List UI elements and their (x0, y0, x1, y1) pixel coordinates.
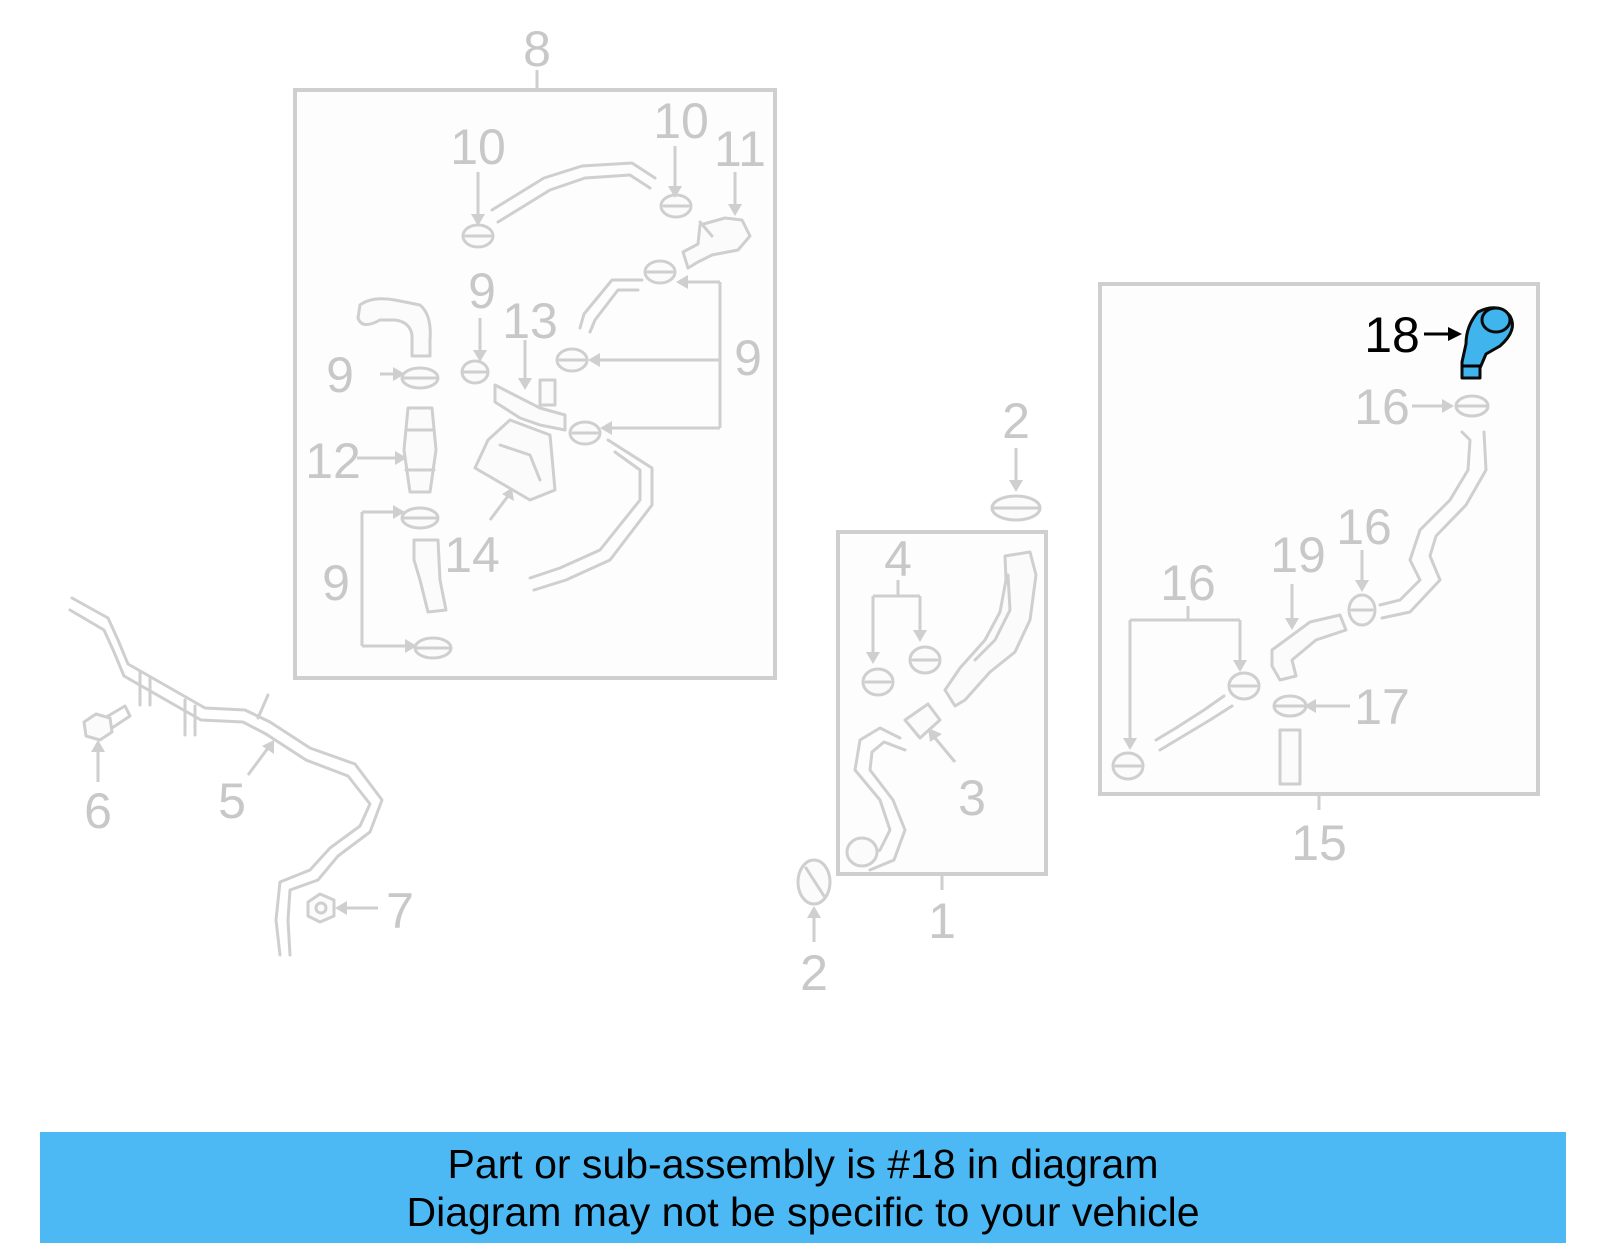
clamp-4-right (908, 645, 942, 675)
elbow-hose (356, 297, 432, 358)
callout-2-bottom[interactable]: 2 (800, 945, 828, 1001)
callout-9-right[interactable]: 9 (734, 330, 762, 386)
clamp-16-top (1454, 394, 1490, 418)
clamp-16-left (1111, 751, 1145, 781)
connector-3 (903, 702, 942, 740)
clamp-9-d (555, 347, 589, 373)
clamp-16-lower (1227, 671, 1261, 701)
callout-18[interactable]: 18 (1364, 307, 1420, 363)
hose-15-long (1378, 430, 1472, 607)
callout-16-top[interactable]: 16 (1354, 379, 1410, 435)
callout-15[interactable]: 15 (1291, 815, 1347, 871)
callout-5[interactable]: 5 (218, 773, 246, 829)
clamp-9-f (400, 506, 440, 530)
clamp-2-bottom: 2 (796, 858, 832, 1001)
callout-10-right[interactable]: 10 (653, 93, 709, 149)
callout-13[interactable]: 13 (502, 293, 558, 349)
tee-13 (493, 383, 567, 432)
clamp-10-left (461, 223, 495, 249)
callout-17[interactable]: 17 (1354, 679, 1410, 735)
clamp-9-g (413, 636, 453, 660)
callout-11[interactable]: 11 (714, 121, 766, 177)
info-banner: Part or sub-assembly is #18 in diagram D… (40, 1132, 1566, 1243)
banner-line-1: Part or sub-assembly is #18 in diagram (447, 1141, 1159, 1187)
callout-9-left[interactable]: 9 (326, 347, 354, 403)
clamp-9-b (400, 366, 440, 390)
callout-7[interactable]: 7 (386, 883, 414, 939)
pipe-5-assembly: 6 5 7 (68, 596, 414, 957)
callout-3[interactable]: 3 (958, 770, 986, 826)
nut-7 (306, 892, 336, 924)
hose-15-lower (1158, 704, 1234, 752)
part-18-highlighted[interactable] (1460, 306, 1514, 380)
group-15: 15 18 16 16 19 (1098, 282, 1540, 871)
callout-10-left[interactable]: 10 (450, 119, 506, 175)
callout-9-bottom[interactable]: 9 (322, 555, 350, 611)
fitting-11 (681, 216, 752, 270)
valve-12 (402, 406, 438, 494)
bolt-6 (82, 704, 132, 742)
callout-19[interactable]: 19 (1270, 527, 1326, 583)
clamp-9-a (643, 259, 677, 285)
clamp-17 (1272, 694, 1308, 718)
clamp-4-left (861, 667, 895, 697)
fitting-19 (1270, 613, 1348, 682)
hose-upper (496, 173, 652, 224)
callout-16-left[interactable]: 16 (1160, 555, 1216, 611)
hose-lower-left (412, 538, 448, 614)
banner-line-2: Diagram may not be specific to your vehi… (406, 1189, 1200, 1235)
hose-1-lower (853, 726, 902, 862)
bracket-14 (473, 418, 557, 502)
callout-6[interactable]: 6 (84, 783, 112, 839)
clamp-9-e (568, 420, 602, 446)
tube-15-short (1278, 728, 1302, 786)
group-8: 8 (293, 21, 777, 680)
callout-9-mid[interactable]: 9 (468, 263, 496, 319)
clamp-9-c (460, 359, 490, 385)
callout-4[interactable]: 4 (884, 531, 912, 587)
callout-2-top[interactable]: 2 (1002, 393, 1030, 449)
callout-12[interactable]: 12 (305, 433, 361, 489)
pipe-5 (70, 596, 384, 957)
hose-short (588, 288, 640, 334)
callout-1[interactable]: 1 (928, 893, 956, 949)
callout-8[interactable]: 8 (523, 21, 551, 77)
hose-1-upper (943, 550, 1038, 708)
callout-14[interactable]: 14 (444, 527, 500, 583)
clamp-2-top: 2 (990, 393, 1042, 522)
hose-lower (528, 450, 642, 580)
group-1: 1 4 3 (836, 530, 1048, 949)
callout-16-mid[interactable]: 16 (1336, 499, 1392, 555)
clamp-10-right (659, 193, 693, 219)
clamp-16-mid (1347, 593, 1377, 627)
